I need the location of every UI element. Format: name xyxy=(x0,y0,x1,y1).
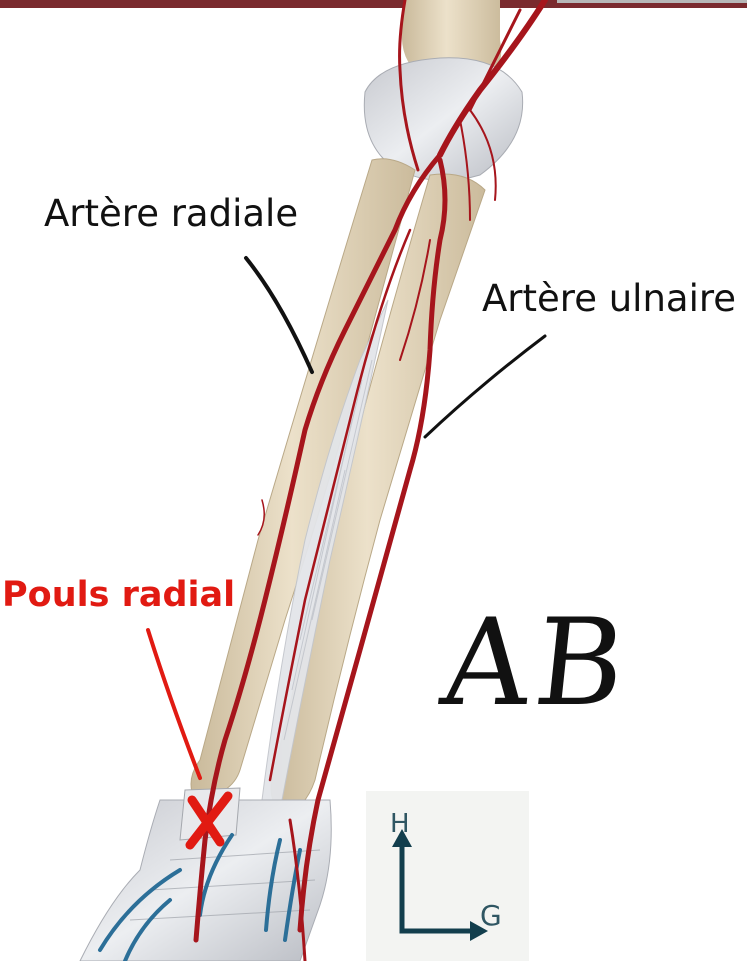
handwritten-initials: AB xyxy=(437,604,636,724)
label-artere-ulnaire: Artère ulnaire xyxy=(482,280,736,317)
pouls-pointer-line xyxy=(148,630,200,778)
orientation-compass: H G xyxy=(366,791,529,961)
orientation-left-label: G xyxy=(480,899,502,932)
label-artere-radiale: Artère radiale xyxy=(44,195,298,232)
orientation-up-label: H xyxy=(390,809,410,839)
ulnaire-pointer-line xyxy=(425,336,545,437)
label-pouls-radial: Pouls radial xyxy=(2,578,235,613)
radiale-pointer-line xyxy=(246,258,312,372)
